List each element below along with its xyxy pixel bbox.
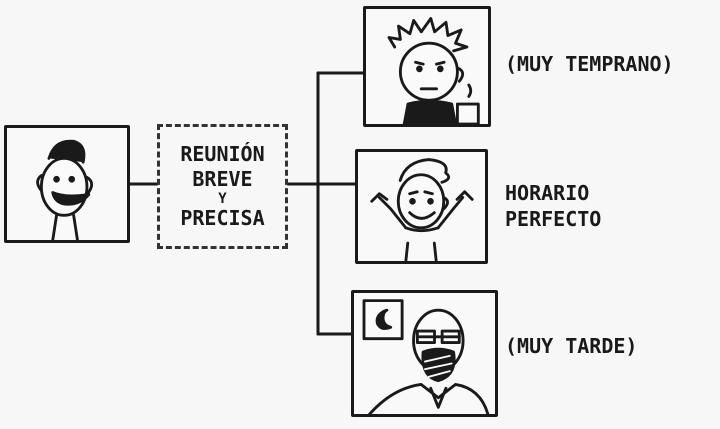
early-attendee-frame bbox=[363, 6, 491, 127]
organizer-face-icon bbox=[36, 139, 94, 240]
meeting-title-line3: Y bbox=[218, 191, 227, 207]
meeting-title-line4: PRECISA bbox=[180, 206, 265, 230]
meeting-title-line2: BREVE bbox=[192, 167, 253, 191]
early-label: (MUY TEMPRANO) bbox=[505, 52, 674, 76]
late-attendee-face-icon bbox=[362, 299, 490, 414]
meeting-title-line1: REUNIÓN bbox=[180, 142, 265, 166]
organizer-frame bbox=[4, 125, 130, 243]
perfect-label-line2: PERFECTO bbox=[505, 207, 602, 231]
meeting-box: REUNIÓN BREVE Y PRECISA bbox=[157, 124, 288, 249]
late-attendee-frame bbox=[351, 290, 498, 417]
late-label: (MUY TARDE) bbox=[505, 334, 638, 358]
on-time-attendee-face-icon bbox=[370, 158, 474, 261]
on-time-attendee-frame bbox=[355, 149, 488, 264]
early-attendee-face-icon bbox=[387, 17, 480, 124]
perfect-label-line1: HORARIO bbox=[505, 181, 590, 205]
